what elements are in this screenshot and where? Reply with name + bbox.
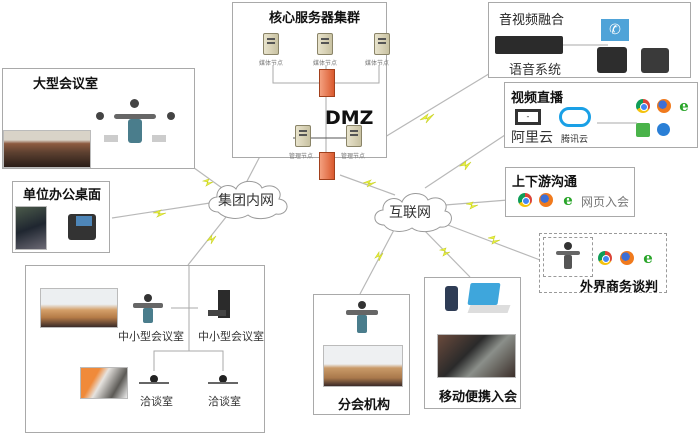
small-room-label: 中小型会议室 [118,330,184,343]
wechat-icon [636,123,650,137]
tencent-cloud-icon [559,107,591,127]
media-node-server-icon [263,33,279,55]
laptop-icon [467,283,501,305]
ip-phone-icon [641,48,669,73]
safari-icon [657,123,670,136]
small-meeting-room-photo [40,288,118,328]
small-room-label: 中小型会议室 [198,330,264,343]
lightning-icon [206,234,217,245]
lightning-icon [374,251,384,262]
aliyun-logo-icon: - [515,109,541,125]
link-internet-external [439,221,541,261]
external-business-panel: e 外界商务谈判 [539,233,667,295]
lightning-icon [458,160,472,171]
conference-endpoint-icon [342,301,382,335]
management-node-label: 管理节点 [341,153,366,160]
firewall-icon [319,69,335,97]
upstream-downstream-panel: 上下游沟通 e 网页入会 [505,167,635,217]
chrome-icon [636,99,650,113]
stream-line [597,122,637,124]
live-streaming-title: 视频直播 [511,91,564,106]
media-node-server-icon [317,33,333,55]
chrome-icon [518,193,532,207]
audio-endpoint-icon [208,375,238,385]
management-node-server-icon [295,125,311,147]
intranet-cloud-icon [208,180,288,220]
branch-office-panel: 分会机构 [313,294,410,415]
link-large-room-intranet [189,164,223,189]
lightning-icon [438,247,451,257]
lightning-icon [152,209,167,218]
link-internet-branch [359,227,396,295]
upstream-downstream-title: 上下游沟通 [512,175,578,190]
media-node-label: 媒体节点 [365,60,390,67]
discussion-room-photo [80,367,128,399]
ie-icon: e [563,191,573,209]
management-node-server-icon [346,125,362,147]
internet-cloud-icon [374,193,452,233]
live-streaming-panel: 视频直播 - 阿里云 腾讯云 e [504,82,698,148]
ie-icon: e [679,97,689,115]
large-meeting-room-title: 大型会议室 [33,77,99,92]
discussion-room-label: 洽谈室 [208,395,241,408]
mobile-join-title: 移动便携入会 [439,390,518,405]
media-node-server-icon [374,33,390,55]
branch-office-title: 分会机构 [338,398,391,413]
media-node-label: 媒体节点 [313,60,338,67]
link-desktop-intranet [111,202,211,219]
av-fusion-title: 音视频融合 [499,13,565,28]
tencent-cloud-label: 腾讯云 [561,135,589,145]
dmz-label: DMZ [325,107,374,129]
conference-system-icon [88,99,183,149]
branch-meeting-room-photo [323,345,403,387]
link-internet-avfusion [379,71,493,141]
small-rooms-wiring [153,266,224,371]
chrome-icon [598,251,612,265]
mobile-meeting-photo [437,334,516,378]
lightning-icon [201,178,214,187]
small-rooms-panel: 中小型会议室 中小型会议室 洽谈室 洽谈室 [25,265,265,433]
voice-system-label: 语音系统 [509,63,562,78]
media-node-label: 媒体节点 [259,60,284,67]
mobile-phone-icon [445,286,458,311]
lightning-icon [465,201,479,210]
firewall-icon [319,152,335,180]
intranet-label: 集团内网 [218,193,274,209]
office-desktop-panel: 单位办公桌面 [12,181,110,253]
internet-label: 互联网 [389,205,431,221]
lightning-icon [419,113,435,124]
conference-endpoint-icon [130,294,166,324]
lightning-icon [362,179,377,188]
link-internet-updown [444,199,509,206]
aliyun-label: 阿里云 [511,130,553,146]
large-meeting-room-panel: 大型会议室 [2,68,195,169]
firefox-icon [657,99,671,113]
core-cluster-title: 核心服务器集群 [269,11,361,26]
phone-icon: ✆ [601,19,629,41]
ie-icon: e [643,249,653,267]
large-meeting-room-photo [3,130,91,168]
link-core-internet [339,174,396,196]
web-join-label: 网页入会 [581,195,630,209]
external-business-title: 外界商务谈判 [580,280,659,295]
firefox-icon [620,251,634,265]
desktop-terminal-icon [208,290,232,322]
voice-switch-icon [495,36,563,54]
laptop-base-icon [467,305,511,313]
av-fusion-panel: 音视频融合 语音系统 ✆ [488,2,691,78]
office-desktop-photo [15,206,47,250]
conference-endpoint-icon [552,242,584,272]
discussion-room-label: 洽谈室 [140,395,173,408]
office-desktop-title: 单位办公桌面 [23,188,102,203]
voice-line [563,44,608,46]
audio-endpoint-icon [139,375,169,385]
management-node-label: 管理节点 [289,153,314,160]
lightning-icon [487,235,501,245]
core-server-cluster: 核心服务器集群 媒体节点 媒体节点 媒体节点 DMZ 管理节点 管理节点 [232,2,390,160]
video-phone-icon [68,214,96,240]
ip-phone-icon [597,47,627,73]
mobile-join-panel: 移动便携入会 [424,277,521,409]
firefox-icon [539,193,553,207]
